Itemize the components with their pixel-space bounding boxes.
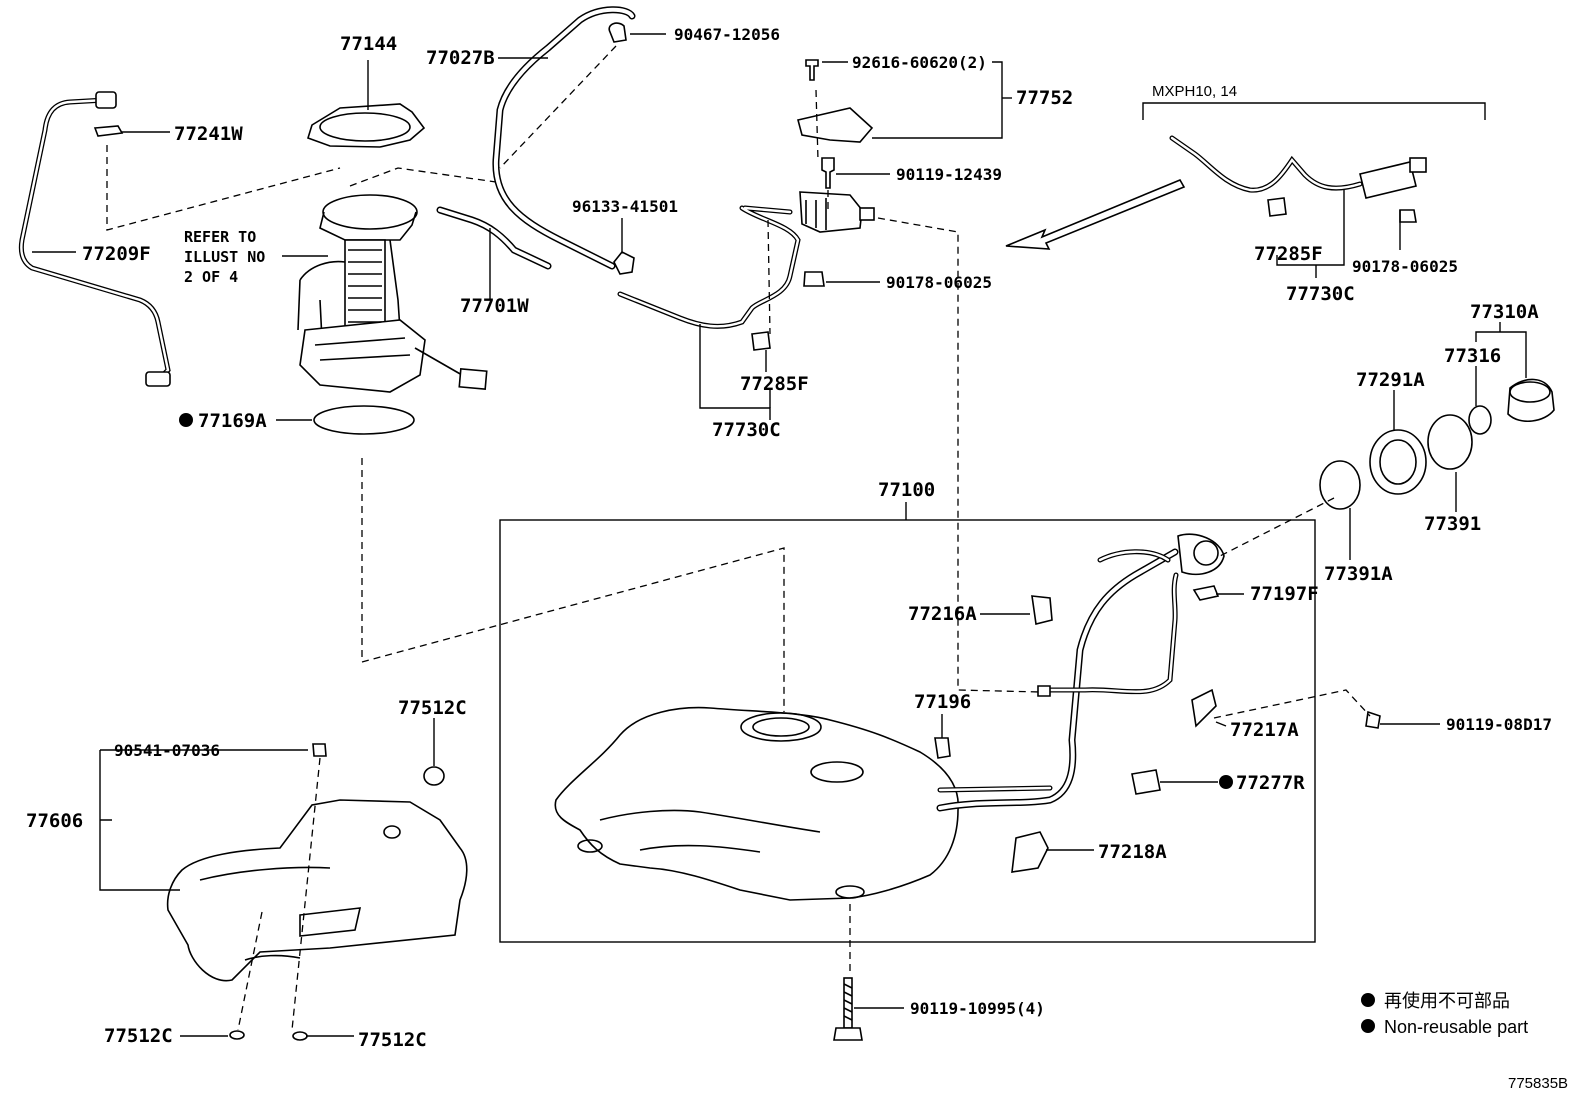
label-77285F-a: 77285F	[740, 373, 809, 395]
clamp-90467	[608, 22, 627, 43]
bolt-90119-12439	[821, 157, 835, 189]
label-77391: 77391	[1424, 513, 1481, 535]
legend-marker-1	[1361, 993, 1375, 1007]
label-77391A: 77391A	[1324, 563, 1393, 585]
label-77100: 77100	[878, 479, 935, 501]
label-77310A: 77310A	[1470, 301, 1539, 323]
plug-77512C-top	[423, 766, 445, 786]
label-90178-06025-b: 90178-06025	[1352, 257, 1458, 276]
reference-arrow	[1005, 178, 1186, 250]
clip-90541	[312, 743, 327, 757]
variant-label: MXPH10, 14	[1152, 83, 1237, 100]
protector-77218A	[1011, 831, 1049, 873]
label-77169A: 77169A	[198, 410, 267, 432]
label-77752: 77752	[1016, 87, 1073, 109]
label-77197F: 77197F	[1250, 583, 1319, 605]
legend-line2: Non-reusable part	[1384, 1017, 1528, 1037]
label-92616-60620: 92616-60620(2)	[852, 53, 987, 72]
legend-marker-2	[1361, 1019, 1375, 1033]
clip-96133	[613, 250, 635, 275]
label-90119-10995: 90119-10995(4)	[910, 999, 1045, 1018]
refer-note-line3: 2 OF 4	[184, 268, 238, 286]
purge-valve	[799, 191, 875, 233]
legend-line1: 再使用不可部品	[1384, 991, 1510, 1011]
gasket-77391	[1427, 414, 1473, 470]
figure-id: 775835B	[1508, 1075, 1568, 1092]
label-77277R: 77277R	[1236, 772, 1305, 794]
label-77701W: 77701W	[460, 295, 529, 317]
label-77606: 77606	[26, 810, 83, 832]
label-90119-08D17: 90119-08D17	[1446, 715, 1552, 734]
clip-77285F-a	[751, 331, 771, 351]
grommet-90178-a	[803, 271, 825, 287]
label-77512C-top: 77512C	[398, 697, 467, 719]
bracket-77752	[797, 107, 874, 143]
plug-77512C-bm	[292, 1031, 308, 1041]
vent-hose-77027B	[492, 6, 636, 270]
valve-77277R	[1131, 769, 1161, 795]
label-77218A: 77218A	[1098, 841, 1167, 863]
label-77196: 77196	[914, 691, 971, 713]
label-77730C-b: 77730C	[1286, 283, 1355, 305]
variant-tube-assembly	[1169, 135, 1427, 223]
label-77512C-bl: 77512C	[104, 1025, 173, 1047]
clip-77241W	[93, 125, 124, 137]
leader-lines	[32, 33, 1527, 1037]
variant-bracket	[1142, 102, 1486, 120]
hose-77701W	[436, 206, 552, 270]
ring-77291A	[1369, 429, 1427, 495]
gasket-ring	[313, 405, 415, 435]
dashed-reference-lines	[106, 45, 1371, 1031]
bracket-77217A	[1191, 688, 1217, 728]
fuel-tank-protector-77606	[166, 799, 468, 982]
bolt-92616	[805, 59, 819, 81]
label-90178-06025-a: 90178-06025	[886, 273, 992, 292]
label-77512C-bm: 77512C	[358, 1029, 427, 1051]
label-77217A: 77217A	[1230, 719, 1299, 741]
refer-note-line2: ILLUST NO	[184, 248, 265, 266]
plug-77512C-bl	[229, 1030, 245, 1040]
fuel-tank-assembly-frame	[499, 519, 1316, 943]
o-ring-77316	[1468, 405, 1492, 435]
label-77209F: 77209F	[82, 243, 151, 265]
bolt-90119-10995	[833, 977, 863, 1041]
label-77316: 77316	[1444, 345, 1501, 367]
non-reusable-marker-77277R	[1219, 775, 1233, 789]
label-90119-12439: 90119-12439	[896, 165, 1002, 184]
label-96133-41501: 96133-41501	[572, 197, 678, 216]
label-90541-07036: 90541-07036	[114, 741, 220, 760]
label-77027B: 77027B	[426, 47, 495, 69]
vapor-tube-77730C	[617, 205, 801, 329]
label-77285F-b: 77285F	[1254, 243, 1323, 265]
bolt-90119-08D17	[1365, 710, 1381, 729]
label-90467-12056: 90467-12056	[674, 25, 780, 44]
fuel-cap-77310A	[1507, 378, 1555, 422]
filler-pipe	[936, 533, 1225, 812]
clamp-77197F	[1192, 585, 1220, 601]
screw-hose-joint	[1037, 685, 1051, 697]
protector-77216A	[1031, 595, 1053, 625]
fuel-tank	[554, 706, 960, 901]
non-reusable-marker-77169A	[179, 413, 193, 427]
label-77241W: 77241W	[174, 123, 243, 145]
gasket-77391A	[1319, 460, 1361, 510]
label-77730C-a: 77730C	[712, 419, 781, 441]
clamp-77196	[934, 737, 951, 759]
label-77291A: 77291A	[1356, 369, 1425, 391]
fuel-tube-77209F	[18, 91, 171, 387]
fuel-suction-tube-assembly	[297, 103, 488, 393]
refer-note-line1: REFER TO	[184, 228, 256, 246]
label-77144: 77144	[340, 33, 397, 55]
label-77216A: 77216A	[908, 603, 977, 625]
